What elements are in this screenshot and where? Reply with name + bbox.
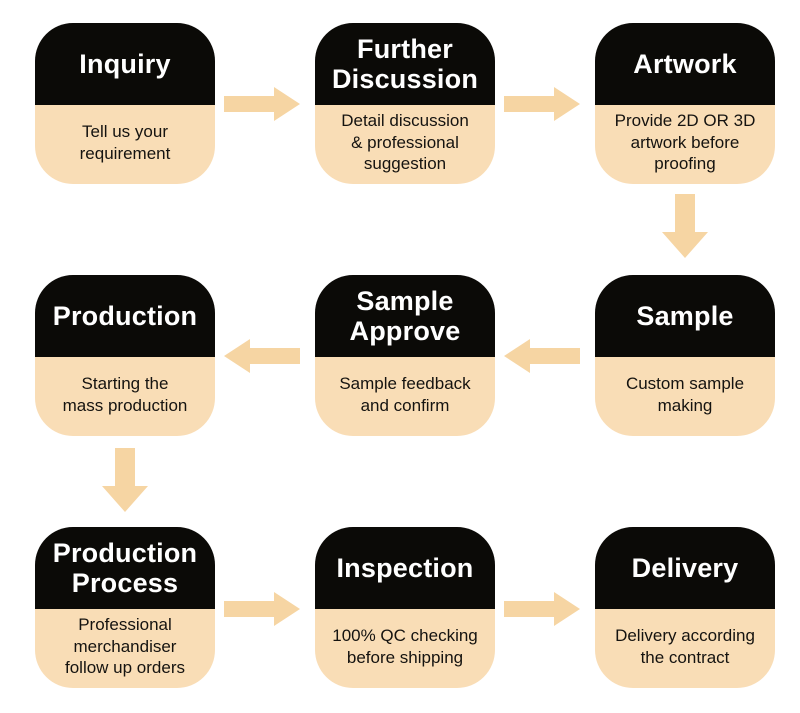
- step-desc-sample-approve: Sample feedback and confirm: [315, 357, 495, 436]
- arrow-down-icon-production-to-process: [102, 448, 148, 512]
- step-desc-inquiry: Tell us your requirement: [35, 105, 215, 184]
- arrow-left-icon-approve-to-production: [224, 339, 300, 373]
- step-card-sample-approve: Sample Approve Sample feedback and confi…: [315, 275, 495, 436]
- step-desc-further-discussion: Detail discussion & professional suggest…: [315, 105, 495, 184]
- step-desc-sample: Custom sample making: [595, 357, 775, 436]
- step-card-sample: Sample Custom sample making: [595, 275, 775, 436]
- step-title-sample-approve: Sample Approve: [315, 275, 495, 357]
- step-card-delivery: Delivery Delivery according the contract: [595, 527, 775, 688]
- arrow-right-icon-inspection-to-delivery: [504, 592, 580, 626]
- step-card-inspection: Inspection 100% QC checking before shipp…: [315, 527, 495, 688]
- step-title-artwork: Artwork: [595, 23, 775, 105]
- arrow-right-icon-inquiry-to-discussion: [224, 87, 300, 121]
- step-title-inspection: Inspection: [315, 527, 495, 609]
- step-card-inquiry: Inquiry Tell us your requirement: [35, 23, 215, 184]
- step-title-production-process: Production Process: [35, 527, 215, 609]
- step-card-production: Production Starting the mass production: [35, 275, 215, 436]
- step-card-further-discussion: Further Discussion Detail discussion & p…: [315, 23, 495, 184]
- step-desc-inspection: 100% QC checking before shipping: [315, 609, 495, 688]
- arrow-down-icon-artwork-to-sample: [662, 194, 708, 258]
- step-card-artwork: Artwork Provide 2D OR 3D artwork before …: [595, 23, 775, 184]
- arrow-right-icon-process-to-inspection: [224, 592, 300, 626]
- step-desc-artwork: Provide 2D OR 3D artwork before proofing: [595, 105, 775, 184]
- step-title-production: Production: [35, 275, 215, 357]
- step-card-production-process: Production Process Professional merchand…: [35, 527, 215, 688]
- step-desc-production: Starting the mass production: [35, 357, 215, 436]
- step-title-further-discussion: Further Discussion: [315, 23, 495, 105]
- step-desc-production-process: Professional merchandiser follow up orde…: [35, 609, 215, 688]
- arrow-left-icon-sample-to-approve: [504, 339, 580, 373]
- step-title-inquiry: Inquiry: [35, 23, 215, 105]
- step-title-delivery: Delivery: [595, 527, 775, 609]
- step-title-sample: Sample: [595, 275, 775, 357]
- step-desc-delivery: Delivery according the contract: [595, 609, 775, 688]
- arrow-right-icon-discussion-to-artwork: [504, 87, 580, 121]
